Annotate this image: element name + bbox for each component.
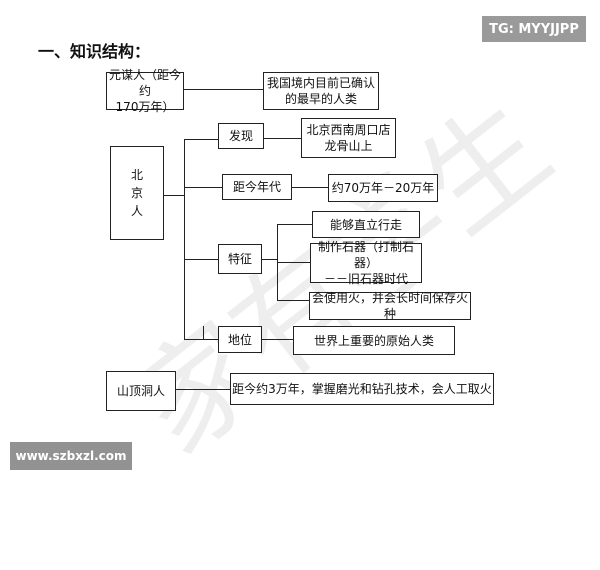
node-tezheng-item-3: 会使用火，并会长时间保存火种 xyxy=(309,291,471,321)
node-faxian-note: 北京西南周口店龙骨山上 xyxy=(301,118,396,158)
connector-faxian-note xyxy=(264,138,301,139)
node-shanding: 山顶洞人 xyxy=(106,371,176,411)
node-tezheng-item-2: 制作石器（打制石器）－－旧石器时代 xyxy=(310,240,422,286)
connector-diwei-stub xyxy=(203,326,204,339)
connector-tezheng-3 xyxy=(277,300,309,301)
connector-jujin xyxy=(184,187,222,188)
connector-faxian xyxy=(184,139,218,140)
node-tezheng-item-1: 能够直立行走 xyxy=(312,211,420,238)
node-beijing: 北京人 xyxy=(110,146,164,240)
connector-tezheng-1 xyxy=(277,224,312,225)
connector-diwei-note xyxy=(262,339,293,340)
tg-badge: TG: MYYJJPP xyxy=(482,16,586,42)
connector-jujin-note xyxy=(292,187,328,188)
node-jujin-note: 约70万年－20万年 xyxy=(328,174,438,202)
node-shanding-note: 距今约3万年，掌握磨光和钻孔技术，会人工取火 xyxy=(230,373,494,405)
connector-diwei xyxy=(184,339,218,340)
node-tezheng: 特征 xyxy=(218,244,262,274)
node-diwei-note: 世界上重要的原始人类 xyxy=(293,326,455,355)
node-faxian: 发现 xyxy=(218,123,264,149)
connector-tezheng xyxy=(184,259,218,260)
connector-yuanmou xyxy=(183,89,263,90)
connector-tezheng-2 xyxy=(277,262,310,263)
page-heading: 一、知识结构： xyxy=(38,42,151,61)
connector-tezheng-h xyxy=(262,259,278,260)
node-diwei: 地位 xyxy=(218,326,262,353)
connector-main-vertical xyxy=(184,139,185,339)
site-url-badge: www.szbxzl.com xyxy=(10,442,132,470)
node-yuanmou-note: 我国境内目前已确认的最早的人类 xyxy=(263,72,379,110)
node-jujin: 距今年代 xyxy=(222,174,292,200)
connector-shanding xyxy=(176,389,230,390)
connector-beijing-trunk xyxy=(163,195,185,196)
